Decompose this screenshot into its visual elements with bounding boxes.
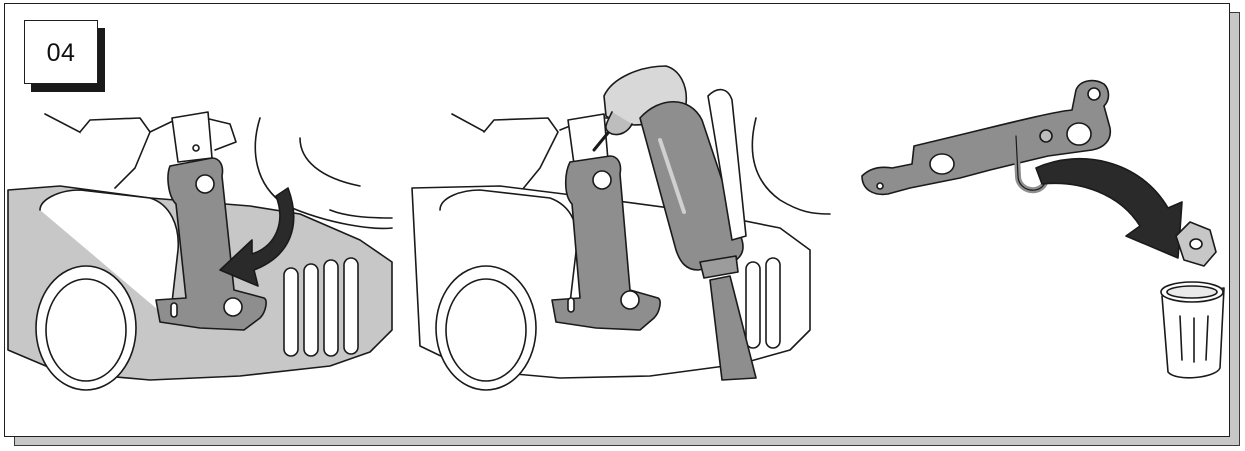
bracket-install-icon	[8, 112, 392, 390]
step-number: 04	[47, 39, 76, 66]
body-curve	[752, 118, 830, 214]
exhaust-pipe-opening	[36, 266, 136, 390]
exhaust-pipe-opening	[436, 266, 536, 390]
bracket-hole-left	[930, 154, 954, 174]
bracket-small-hole	[877, 183, 883, 189]
mount-tab	[172, 112, 212, 162]
body-curve-2	[300, 138, 360, 186]
discard-bracket-icon	[862, 81, 1224, 378]
j-hook-stud	[1040, 130, 1052, 142]
trash-can-opening	[1167, 286, 1217, 298]
bracket-hole-top	[593, 171, 611, 189]
bracket-slot	[171, 303, 177, 317]
bracket-hole-bottom	[621, 291, 639, 309]
bracket-hole-top	[196, 175, 214, 193]
body-curve-3	[330, 210, 392, 218]
washer-hole	[1190, 239, 1202, 249]
frame-member	[484, 118, 558, 190]
bracket-hole-bottom	[224, 298, 242, 316]
discard-arrow-icon	[1036, 159, 1182, 258]
air-cut-off-tool-icon	[412, 66, 830, 390]
bracket-hole-right	[1067, 123, 1091, 145]
bracket-hole-top	[1088, 88, 1100, 100]
step-number-box: 04	[24, 20, 98, 84]
frame-member	[80, 118, 150, 188]
bracket-slot	[568, 298, 574, 312]
